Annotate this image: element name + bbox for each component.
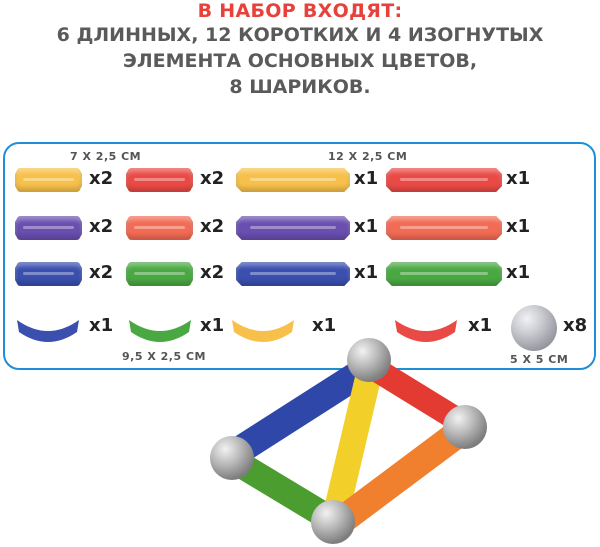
curved-piece-green-icon (129, 320, 191, 342)
long-coral-qty: x1 (506, 216, 531, 237)
short-green-qty: x2 (200, 262, 225, 283)
short-blue-qty: x2 (89, 262, 114, 283)
long-rod-yellow-icon (236, 168, 350, 192)
curved-green-qty: x1 (200, 315, 225, 336)
curved-yellow-qty: x1 (312, 315, 337, 336)
curved-piece-red-icon (395, 320, 457, 342)
long-rod-size-label: 12 X 2,5 CM (328, 150, 408, 163)
set-contents-title: В НАБОР ВХОДЯТ: (197, 0, 403, 22)
long-rod-green-icon (386, 262, 502, 286)
long-purple-qty: x1 (354, 216, 379, 237)
contents-line-1: 6 ДЛИННЫХ, 12 КОРОТКИХ И 4 ИЗОГНУТЫХ (56, 24, 544, 46)
contents-line-3: 8 ШАРИКОВ. (229, 76, 371, 98)
ball-qty: x8 (563, 315, 588, 336)
curved-piece-yellow-icon (232, 320, 294, 342)
long-yellow-qty: x1 (354, 168, 379, 189)
short-red-qty: x2 (200, 168, 225, 189)
short-rod-size-label: 7 X 2,5 CM (70, 150, 142, 163)
contents-line-2: ЭЛЕМЕНТА ОСНОВНЫХ ЦВЕТОВ, (122, 50, 478, 72)
long-rod-red-icon (386, 168, 502, 192)
short-purple-qty: x2 (89, 216, 114, 237)
long-rod-purple-icon (236, 216, 350, 240)
curved-blue-qty: x1 (89, 315, 114, 336)
short-rod-purple-icon (15, 216, 82, 240)
parts-frame (3, 142, 596, 370)
curved-red-qty: x1 (468, 315, 493, 336)
short-rod-red-icon (126, 168, 193, 192)
long-rod-blue-icon (236, 262, 350, 286)
short-rod-blue-icon (15, 262, 82, 286)
curved-piece-blue-icon (17, 320, 79, 342)
short-rod-coral-icon (126, 216, 193, 240)
short-rod-green-icon (126, 262, 193, 286)
long-green-qty: x1 (506, 262, 531, 283)
short-rod-yellow-icon (15, 168, 82, 192)
short-coral-qty: x2 (200, 216, 225, 237)
long-rod-coral-icon (386, 216, 502, 240)
magnetic-ball-icon (511, 305, 557, 351)
long-red-qty: x1 (506, 168, 531, 189)
ball-size-label: 5 X 5 CM (510, 353, 569, 366)
curved-size-label: 9,5 X 2,5 CM (122, 350, 206, 363)
short-yellow-qty: x2 (89, 168, 114, 189)
long-blue-qty: x1 (354, 262, 379, 283)
